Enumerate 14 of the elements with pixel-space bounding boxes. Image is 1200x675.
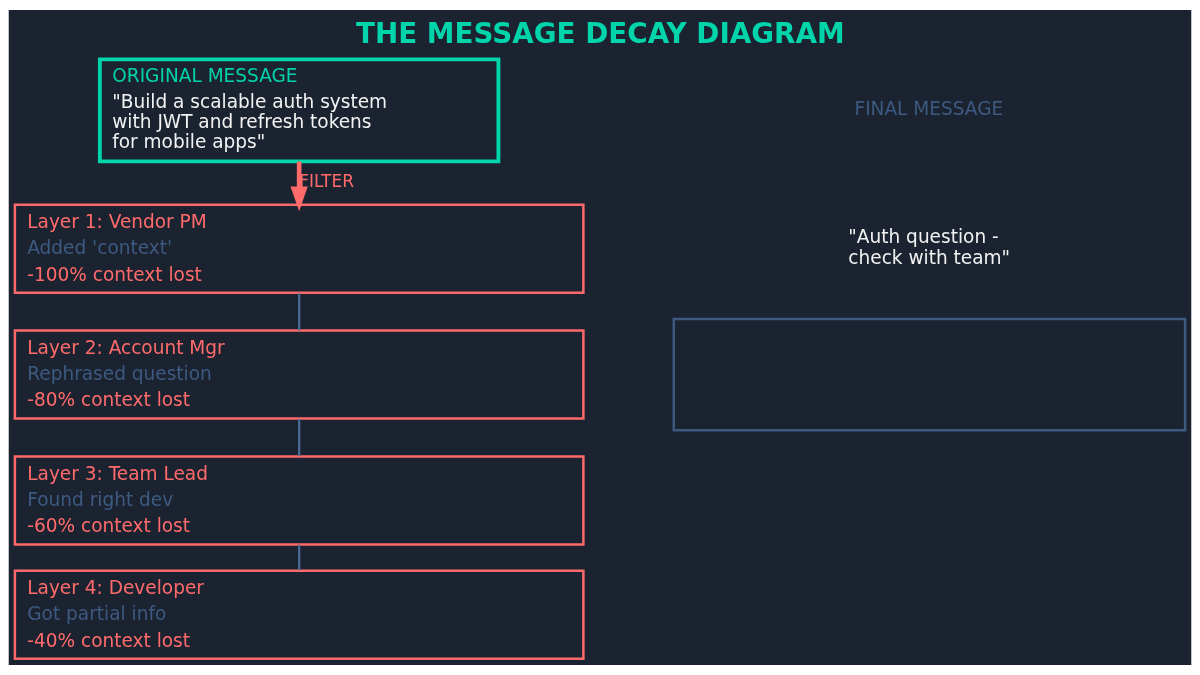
node-box: Layer 2: Account Mgr Rephrased question -80% context lost bbox=[13, 329, 585, 420]
node-box: Layer 4: Developer Got partial info -40% context lost bbox=[13, 569, 585, 661]
arrow bbox=[290, 161, 308, 212]
node-box: Layer 3: Team Lead Found right dev -60% context lost bbox=[13, 455, 585, 546]
node-box: ORIGINAL MESSAGE "Build a scalable auth system with JWT and refresh tokens for mobile apps" bbox=[97, 57, 501, 164]
node-box bbox=[672, 317, 1187, 432]
label: "Auth question - check with team" bbox=[848, 226, 1011, 268]
diagram-title: THE MESSAGE DECAY DIAGRAM bbox=[355, 17, 845, 51]
label: FINAL MESSAGE bbox=[854, 98, 1004, 120]
edge-label: FILTER bbox=[299, 171, 354, 192]
node-box: Layer 1: Vendor PM Added 'context' -100% context lost bbox=[13, 203, 585, 294]
connector bbox=[298, 419, 301, 457]
connector bbox=[298, 544, 301, 571]
connector bbox=[298, 293, 301, 331]
